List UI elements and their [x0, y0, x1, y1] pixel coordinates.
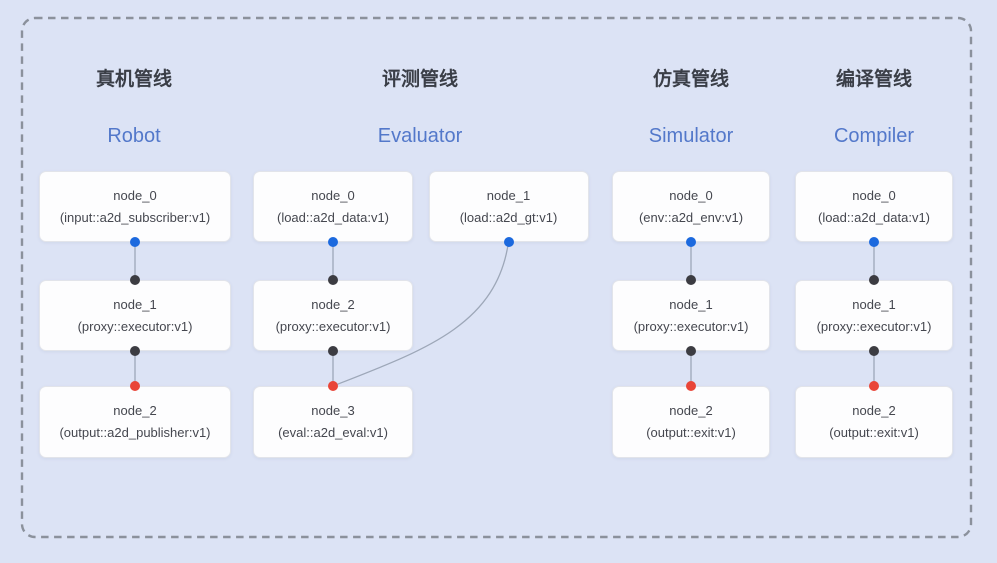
node-box-simulator-node_1: node_1(proxy::executor:v1) — [612, 280, 770, 351]
node-box-compiler-node_0: node_0(load::a2d_data:v1) — [795, 171, 953, 242]
port-red-dot — [869, 381, 879, 391]
port-black-dot — [328, 346, 338, 356]
node-label: node_2 — [852, 403, 896, 418]
port-blue-dot — [503, 237, 514, 247]
port-black-dot — [686, 346, 696, 356]
node-label: node_1 — [852, 296, 896, 312]
node-type: (load::a2d_gt:v1) — [459, 209, 558, 225]
node-label: node_0 — [311, 187, 355, 203]
node-box-simulator-node_2: node_2(output::exit:v1) — [612, 386, 770, 458]
port-red-dot — [130, 381, 140, 391]
pipeline-title-en-simulator: Simulator — [648, 125, 734, 147]
diagram-dashed-border — [20, 16, 973, 539]
port-blue-dot — [686, 237, 696, 247]
node-type: (output::exit:v1) — [829, 425, 919, 440]
node-type: (load::a2d_data:v1) — [817, 209, 931, 225]
port-black-dot — [869, 346, 879, 356]
node-label: node_1 — [486, 187, 531, 203]
node-label: node_3 — [311, 403, 355, 418]
node-type: (proxy::executor:v1) — [633, 318, 749, 334]
node-box-evaluator-node_0: node_0(load::a2d_data:v1) — [253, 171, 413, 242]
node-box-evaluator-node_1: node_1(load::a2d_gt:v1) — [428, 171, 589, 242]
edge-evaluator-node_1-node_3 — [332, 241, 510, 387]
port-blue-dot — [328, 237, 338, 247]
node-box-evaluator-node_3: node_3(eval::a2d_eval:v1) — [253, 386, 413, 458]
node-box-robot-node_1: node_1(proxy::executor:v1) — [39, 280, 231, 351]
node-box-evaluator-node_2: node_2(proxy::executor:v1) — [253, 280, 413, 351]
node-box-compiler-node_1: node_1(proxy::executor:v1) — [795, 280, 953, 351]
node-box-robot-node_2: node_2(output::a2d_publisher:v1) — [39, 386, 231, 458]
port-red-dot — [686, 381, 696, 391]
port-red-dot — [328, 381, 338, 391]
pipeline-title-en-robot: Robot — [107, 125, 161, 147]
port-black-dot — [130, 346, 140, 356]
node-label: node_0 — [669, 187, 713, 203]
node-type: (output::a2d_publisher:v1) — [59, 425, 211, 440]
pipeline-title-cn-evaluator: 评测管线 — [381, 69, 459, 90]
pipeline-title-cn-robot: 真机管线 — [95, 69, 173, 90]
port-black-dot — [686, 275, 696, 285]
node-type: (eval::a2d_eval:v1) — [278, 425, 388, 440]
node-label: node_2 — [113, 403, 157, 418]
node-type: (input::a2d_subscriber:v1) — [59, 209, 211, 225]
node-type: (proxy::executor:v1) — [77, 318, 193, 334]
pipeline-title-en-compiler: Compiler — [833, 125, 915, 147]
pipeline-title-cn-simulator: 仿真管线 — [652, 69, 730, 90]
node-label: node_2 — [311, 296, 355, 312]
pipeline-title-cn-compiler: 编译管线 — [835, 69, 913, 90]
node-label: node_0 — [113, 187, 157, 203]
port-black-dot — [869, 275, 879, 285]
node-type: (load::a2d_data:v1) — [276, 209, 390, 225]
port-blue-dot — [130, 237, 140, 247]
node-type: (output::exit:v1) — [646, 425, 736, 440]
node-label: node_0 — [852, 187, 896, 203]
node-type: (env::a2d_env:v1) — [638, 209, 744, 225]
node-label: node_1 — [669, 296, 713, 312]
node-box-simulator-node_0: node_0(env::a2d_env:v1) — [612, 171, 770, 242]
node-box-compiler-node_2: node_2(output::exit:v1) — [795, 386, 953, 458]
node-type: (proxy::executor:v1) — [275, 318, 391, 334]
node-type: (proxy::executor:v1) — [816, 318, 932, 334]
port-blue-dot — [869, 237, 879, 247]
node-label: node_2 — [669, 403, 713, 418]
pipeline-title-en-evaluator: Evaluator — [377, 125, 463, 147]
node-box-robot-node_0: node_0(input::a2d_subscriber:v1) — [39, 171, 231, 242]
port-black-dot — [328, 275, 338, 285]
port-black-dot — [130, 275, 140, 285]
node-label: node_1 — [113, 296, 157, 312]
